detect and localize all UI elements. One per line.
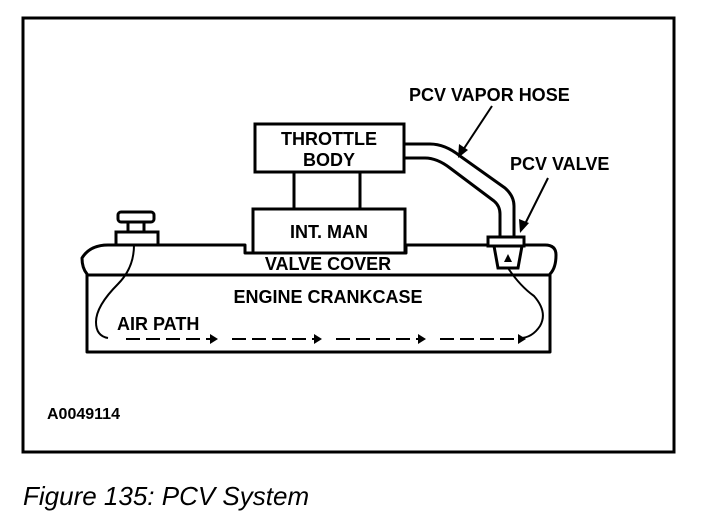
int-man-label: INT. MAN: [290, 222, 368, 242]
valve-leader-arrow-icon: [519, 219, 529, 233]
hose-leader-line: [462, 105, 493, 151]
pcv-vapor-hose-label: PCV VAPOR HOSE: [409, 85, 570, 105]
throttle-body-label-line2: BODY: [303, 150, 355, 170]
throttle-body: [253, 122, 406, 174]
valve-leader-line: [524, 177, 549, 225]
valve-cover-label: VALVE COVER: [265, 254, 391, 274]
intake-manifold: [251, 207, 407, 255]
throttle-body-label-line1: THROTTLE: [281, 129, 377, 149]
air-path-arrows: [126, 334, 526, 344]
engine-crankcase-label: ENGINE CRANKCASE: [233, 287, 422, 307]
air-path-label: AIR PATH: [117, 314, 199, 334]
pcv-valve-arrow-icon: [504, 254, 512, 262]
engine-outline: [80, 243, 558, 354]
pcv-vapor-hose-inner: [402, 156, 502, 240]
air-path-outlet-curve: [507, 267, 544, 339]
air-path-inlet-curve: [94, 244, 135, 339]
pcv-valve-label: PCV VALVE: [510, 154, 609, 174]
figure-caption: Figure 135: PCV System: [23, 481, 309, 511]
hose-leader-arrow-icon: [458, 144, 468, 158]
pcv-vapor-hose: [402, 142, 516, 240]
figure-id-label: A0049114: [47, 406, 120, 423]
oil-filler-cap-base: [114, 230, 160, 247]
